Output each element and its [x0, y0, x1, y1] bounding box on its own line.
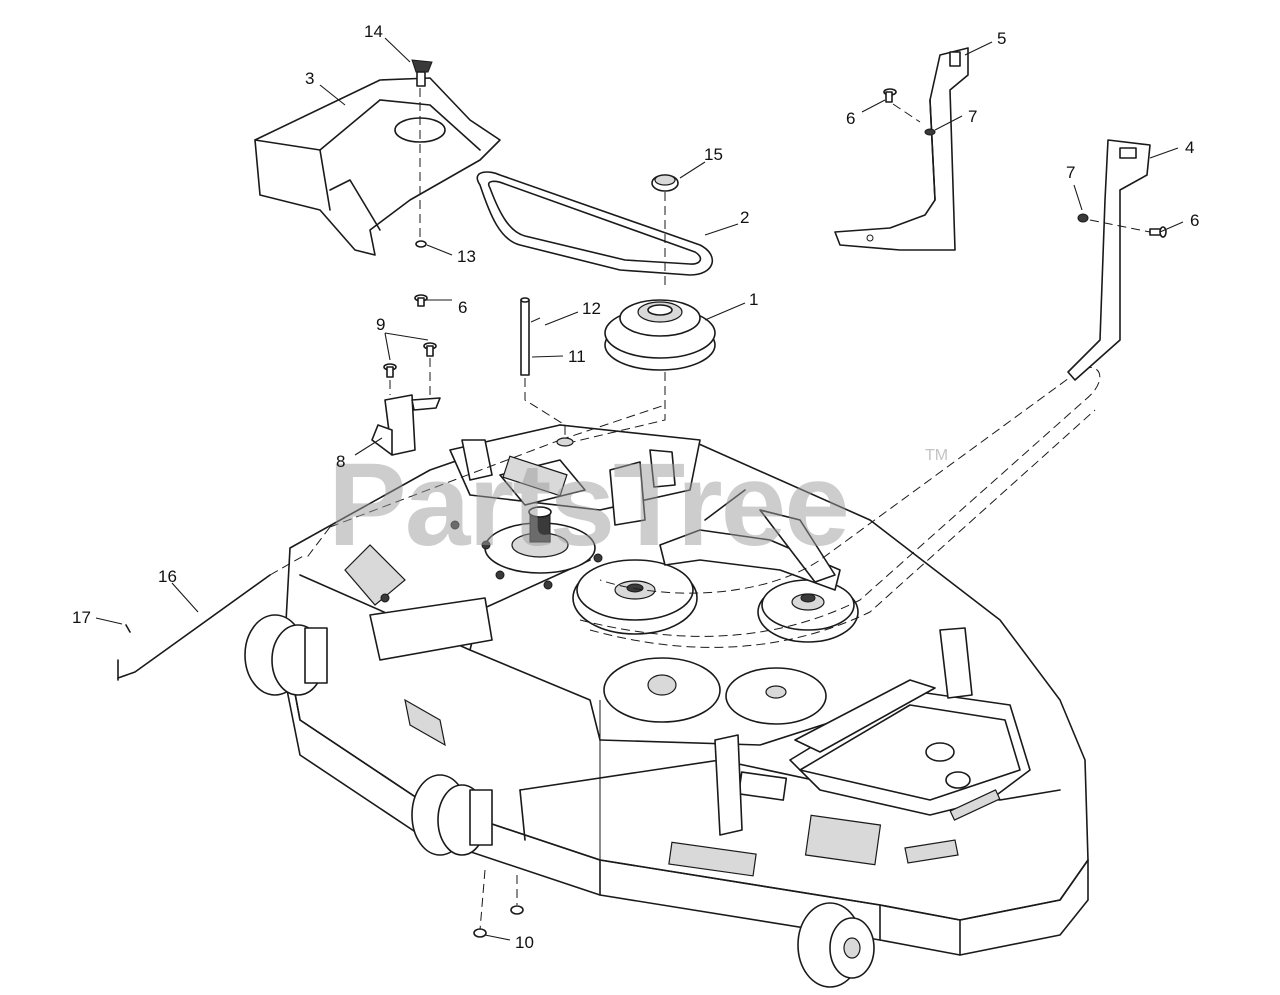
pulley-center	[572, 559, 698, 635]
nut-10	[510, 905, 524, 915]
callout-14: 14	[364, 22, 383, 41]
callout-8: 8	[336, 452, 345, 471]
bolt-under-cover	[414, 294, 428, 307]
warning-decal	[804, 814, 882, 866]
belt-cover	[254, 77, 501, 256]
height-rod	[117, 574, 271, 681]
watermark-trademark: TM	[925, 447, 948, 464]
anti-scalp-wheel-front-right	[797, 902, 875, 988]
callout-3: 3	[305, 69, 314, 88]
watermark-text: PartsTree	[328, 439, 848, 571]
anti-scalp-wheel-lower-left	[411, 774, 493, 856]
front-bracket-left	[369, 597, 493, 661]
callout-6-right: 6	[1190, 211, 1199, 230]
spindle-lower-right	[725, 667, 827, 725]
callout-1: 1	[749, 290, 758, 309]
deck-decal-left	[344, 544, 406, 606]
discharge-cover	[789, 679, 1031, 821]
anti-scalp-wheel-upper-left	[244, 614, 328, 696]
deck-decal-brand	[904, 839, 959, 864]
bolt-6-upper	[883, 88, 897, 103]
model-decal	[668, 841, 757, 877]
front-bracket-right	[714, 734, 743, 836]
callout-6-cover: 6	[458, 298, 467, 317]
callout-9: 9	[376, 315, 385, 334]
pulley-right	[757, 579, 859, 643]
callout-5: 5	[997, 29, 1006, 48]
washer	[415, 240, 427, 248]
pto-clutch-pulley	[604, 299, 716, 371]
callout-4: 4	[1185, 138, 1194, 157]
callout-10: 10	[515, 933, 534, 952]
nut-7-upper	[924, 128, 936, 136]
nut-7-right	[1077, 213, 1089, 223]
rear-bracket-right	[939, 627, 973, 699]
callout-leaders	[95, 37, 1184, 941]
callout-2: 2	[740, 208, 749, 227]
pivot-pin	[520, 297, 530, 376]
callout-11: 11	[568, 347, 586, 366]
pulley-cap	[651, 174, 679, 192]
mount-bracket	[371, 394, 441, 456]
callout-7-upper: 7	[968, 107, 977, 126]
pto-belt	[476, 171, 714, 276]
callout-17: 17	[72, 608, 91, 627]
callout-6-upper: 6	[846, 109, 855, 128]
knob	[411, 59, 433, 87]
callout-16: 16	[158, 567, 177, 586]
right-hand-bracket	[834, 47, 969, 251]
spindle-lower-left	[603, 657, 721, 723]
idler-arm	[659, 529, 841, 591]
spindle-left	[484, 506, 596, 574]
callout-12: 12	[582, 299, 601, 318]
callout-7-right: 7	[1066, 163, 1075, 182]
bolt-10	[473, 928, 487, 938]
callout-15: 15	[704, 145, 723, 164]
bolt-6-right	[1149, 226, 1167, 238]
callout-13: 13	[457, 247, 476, 266]
idler-spring	[704, 489, 746, 521]
callout-labels: 1 2 3 4 5 6 6 6 7 7 8 9 10 11 12 13 14 1…	[72, 22, 1199, 952]
hair-pin-clip	[125, 624, 131, 633]
bolts-9	[383, 342, 437, 378]
left-hand-bracket	[1067, 139, 1151, 381]
